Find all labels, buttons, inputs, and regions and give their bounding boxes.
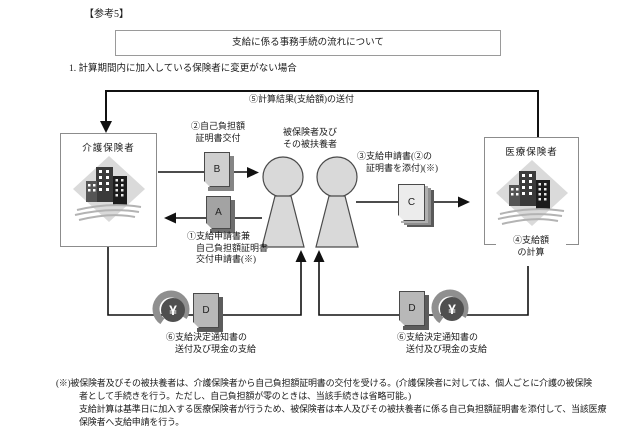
yen-coin-icon-right: ¥ <box>431 289 469 327</box>
step2-label: ②自己負担額 証明書交付 <box>181 121 255 144</box>
step1-label: ①支給申請書兼 自己負担額証明書 交付申請書(※) <box>187 231 268 266</box>
footnote-line-4: 保険者へ支給申請を行う。 <box>79 417 185 427</box>
label-line: ②自己負担額 <box>190 121 245 131</box>
building-icon <box>495 160 568 226</box>
step6-right-label: ⑥支給決定通知書の 送付及び現金の支給 <box>397 332 487 355</box>
step5-arrowhead-down <box>100 121 112 133</box>
label-line: 送付及び現金の支給 <box>175 343 257 354</box>
reference-label: 【参考5】 <box>84 9 129 20</box>
document-letter: B <box>213 164 221 175</box>
document-letter: A <box>215 207 222 218</box>
footnote-line-3: 支給計算は基準日に加入する医療保険者が行うため、被保険者は本人及びその被扶養者に… <box>79 404 607 414</box>
medical-insurer-label: 医療保険者 <box>505 148 558 158</box>
step5-send-result-line <box>105 90 539 137</box>
step6-left-arrowhead-up <box>295 250 307 262</box>
label-line: 被保険者及び <box>282 127 337 137</box>
step5-label: ⑤計算結果(支給額)の送付 <box>249 94 354 104</box>
document-icon-d-right: D <box>399 291 425 326</box>
step3-label: ③支給申請書(②の 証明書を添付)(※) <box>357 151 438 174</box>
care-insurer-label: 介護保険者 <box>82 144 135 154</box>
step1-arrowhead-left <box>164 212 176 224</box>
document-title-box: 支給に係る事務手続の流れについて <box>115 30 501 56</box>
step6-right-arrowhead-up <box>313 250 325 262</box>
label-line: 自己負担額証明書 <box>196 242 269 253</box>
label-line: ①支給申請書兼 <box>187 231 251 241</box>
yen-symbol: ¥ <box>169 302 177 318</box>
label-line: その被扶養者 <box>282 138 337 149</box>
dependent-person-figure <box>315 156 359 248</box>
document-icon-d-left: D <box>193 293 219 328</box>
label-line: ⑥支給決定通知書の <box>397 332 479 342</box>
section-heading: 1. 計算期間内に加入している保険者に変更がない場合 <box>69 64 297 74</box>
label-line: ④支給額 <box>512 235 549 245</box>
document-letter: D <box>202 305 210 316</box>
document-letter: C <box>407 197 416 208</box>
label-line: 交付申請書(※) <box>196 254 256 264</box>
medical-insurer-box: 医療保険者 <box>484 137 579 245</box>
document-icon-b: B <box>204 152 230 187</box>
document-title: 支給に係る事務手続の流れについて <box>232 38 384 48</box>
building-icon <box>72 156 145 222</box>
step4-label: ④支給額 の計算 <box>496 235 566 258</box>
document-letter: D <box>408 303 416 314</box>
step3-arrowhead-right <box>458 196 470 208</box>
label-line: 送付及び現金の支給 <box>406 343 488 354</box>
step2-arrowhead-right <box>247 167 259 178</box>
label-line: ⑥支給決定通知書の <box>166 332 248 342</box>
yen-coin-icon-left: ¥ <box>152 290 190 328</box>
footnote-line-1: (※)被保険者及びその被扶養者は、介護保険者から自己負担額証明書の交付を受ける。… <box>56 378 592 388</box>
care-insurer-box: 介護保険者 <box>60 133 157 247</box>
label-line: 証明書交付 <box>195 132 241 143</box>
yen-symbol: ¥ <box>448 301 456 317</box>
label-line: ③支給申請書(②の <box>357 151 432 161</box>
label-line: の計算 <box>517 246 545 257</box>
insured-person-figure <box>261 156 305 248</box>
footnote-line-2: 者として手続きを行う。ただし、自己負担額が零のときは、当該手続きは省略可能。) <box>79 391 411 401</box>
insured-persons-label: 被保険者及び その被扶養者 <box>268 127 352 150</box>
document-icon-c-stack: C <box>398 184 425 221</box>
step6-left-label: ⑥支給決定通知書の 送付及び現金の支給 <box>166 332 256 355</box>
label-line: 証明書を添付)(※) <box>366 162 438 173</box>
document-icon-a: A <box>206 196 231 229</box>
